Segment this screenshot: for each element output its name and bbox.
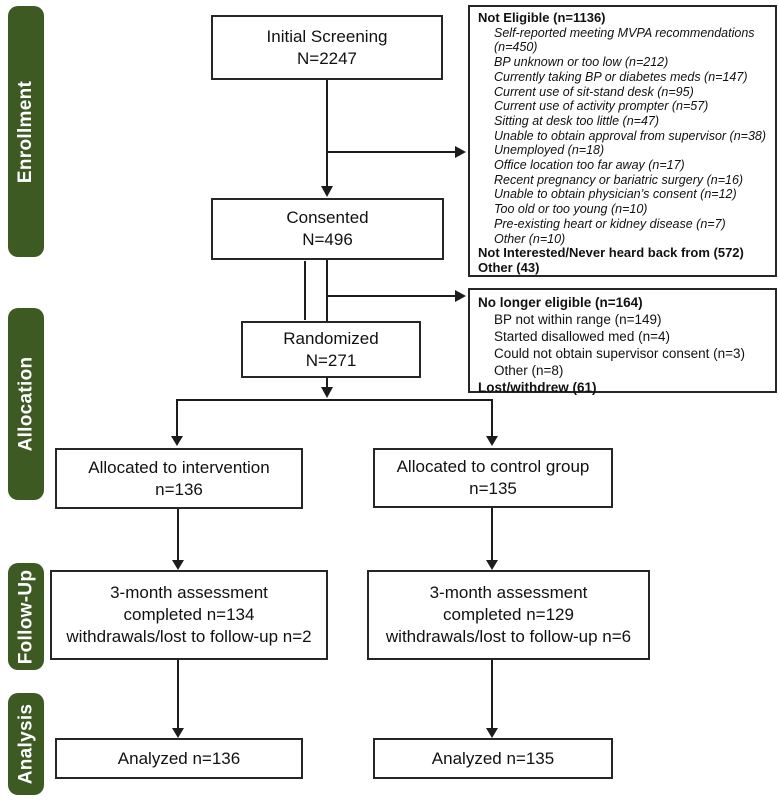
allocated-control-box: Allocated to control group n=135: [373, 448, 613, 508]
no-longer-eligible-header: No longer eligible (n=164): [478, 295, 643, 310]
not-eligible-item: Other (n=10): [494, 231, 566, 246]
followup-control-line3: withdrawals/lost to follow-up n=6: [385, 627, 632, 646]
allocated-intervention-box: Allocated to intervention n=136: [55, 448, 303, 509]
not-eligible-item: BP unknown or too low (n=212): [494, 55, 669, 70]
not-eligible-header: Not Eligible (n=1136): [478, 10, 606, 25]
consented-box: Consented N=496: [211, 198, 444, 260]
initial-screening-title: Initial Screening: [266, 26, 388, 46]
randomized-count: N=271: [305, 350, 357, 370]
no-longer-eligible-box: No longer eligible (n=164) BP not within…: [468, 288, 777, 395]
consented-count: N=496: [302, 230, 353, 249]
not-eligible-item: Too old or too young (n=10): [494, 202, 648, 217]
other-footer: Other (43): [478, 259, 540, 275]
initial-screening-count: N=2247: [296, 48, 358, 68]
no-longer-eligible-items: BP not within range (n=149) Started disa…: [478, 311, 769, 379]
followup-intervention-line3: withdrawals/lost to follow-up n=2: [66, 627, 312, 646]
followup-control-line2: completed n=129: [443, 605, 574, 624]
stage-label-allocation: Allocation: [15, 356, 36, 452]
not-eligible-item: Recent pregnancy or bariatric surgery (n…: [494, 172, 744, 187]
allocated-intervention-count: n=136: [155, 479, 203, 499]
not-eligible-item: Unemployed (n=18): [494, 143, 605, 158]
stage-tab-allocation: Allocation: [8, 308, 44, 500]
not-eligible-items: Self-reported meeting MVPA recommendatio…: [478, 26, 769, 247]
stage-tab-analysis: Analysis: [8, 693, 44, 795]
analyzed-control-box: Analyzed n=135: [373, 738, 613, 779]
followup-intervention-line1: 3-month assessment: [110, 583, 268, 602]
no-longer-eligible-item: BP not within range (n=149): [494, 312, 662, 327]
not-eligible-box: Not Eligible (n=1136) Self-reported meet…: [468, 5, 777, 277]
lost-withdrew-footer: Lost/withdrew (61): [478, 380, 597, 395]
followup-control-line1: 3-month assessment: [429, 583, 588, 602]
allocated-control-count: n=135: [469, 479, 517, 498]
not-interested-footer: Not Interested/Never heard back from (57…: [478, 245, 744, 261]
followup-intervention-line2: completed n=134: [123, 605, 255, 624]
not-eligible-item: Sitting at desk too little (n=47): [494, 113, 660, 128]
followup-intervention-box: 3-month assessment completed n=134 withd…: [50, 570, 328, 660]
no-longer-eligible-item: Could not obtain supervisor consent (n=3…: [494, 346, 746, 361]
stage-tab-follow-up: Follow-Up: [8, 563, 44, 670]
randomized-box: Randomized N=271: [241, 321, 421, 378]
not-eligible-item: Current use of sit-stand desk (n=95): [494, 84, 694, 99]
stage-label-enrollment: Enrollment: [15, 80, 37, 183]
analyzed-control-label: Analyzed n=135: [431, 748, 555, 768]
stage-label-analysis: Analysis: [15, 703, 36, 785]
not-eligible-item: Currently taking BP or diabetes meds (n=…: [494, 69, 748, 84]
followup-control-box: 3-month assessment completed n=129 withd…: [367, 570, 650, 660]
allocated-control-title: Allocated to control group: [396, 457, 590, 476]
randomized-title: Randomized: [283, 328, 379, 348]
not-eligible-item: Office location too far away (n=17): [494, 158, 685, 173]
no-longer-eligible-item: Other (n=8): [494, 363, 564, 378]
not-eligible-item: Self-reported meeting MVPA recommendatio…: [494, 25, 755, 55]
not-eligible-item: Unable to obtain physician’s consent (n=…: [494, 187, 737, 202]
stage-tab-enrollment: Enrollment: [8, 6, 44, 257]
initial-screening-box: Initial Screening N=2247: [211, 15, 443, 80]
consented-title: Consented: [286, 208, 369, 227]
stage-label-follow-up: Follow-Up: [15, 569, 37, 664]
analyzed-intervention-label: Analyzed n=136: [117, 748, 241, 768]
allocated-intervention-title: Allocated to intervention: [88, 457, 270, 477]
no-longer-eligible-item: Started disallowed med (n=4): [494, 329, 670, 344]
not-eligible-item: Pre-existing heart or kidney disease (n=…: [494, 216, 726, 231]
not-eligible-item: Current use of activity prompter (n=57): [494, 99, 709, 114]
analyzed-intervention-box: Analyzed n=136: [55, 738, 303, 779]
not-eligible-item: Unable to obtain approval from superviso…: [494, 128, 767, 143]
